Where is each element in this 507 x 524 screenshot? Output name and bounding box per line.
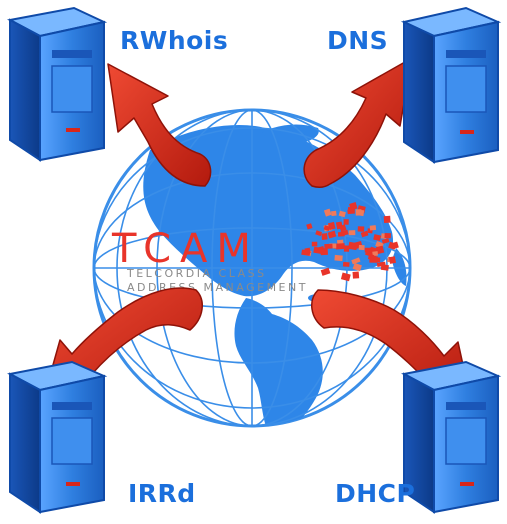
address-block <box>327 230 337 239</box>
logo-title: TCAM <box>111 226 260 272</box>
address-block <box>313 246 323 255</box>
irrd-label: IRRd <box>128 479 196 508</box>
address-block <box>390 241 399 250</box>
address-block <box>351 257 361 265</box>
address-block <box>315 230 322 237</box>
dns-server <box>400 6 502 164</box>
address-block <box>360 230 369 238</box>
logo-tagline-1: TELCORDIA CLASS <box>126 267 267 280</box>
address-block <box>334 254 343 262</box>
dns-label: DNS <box>327 26 389 55</box>
address-block <box>369 225 377 231</box>
address-block <box>373 234 382 242</box>
address-block <box>343 245 350 252</box>
irrd-server <box>7 360 108 514</box>
address-block <box>352 262 362 272</box>
tcam-logo: TCAM TELCORDIA CLASS ADDRESS MANAGEMENT <box>111 226 305 294</box>
address-block <box>304 247 311 254</box>
address-block <box>383 215 391 223</box>
address-block <box>327 221 336 230</box>
address-block <box>388 256 397 264</box>
address-block <box>355 209 362 216</box>
address-block <box>339 224 347 232</box>
address-block <box>348 230 356 236</box>
address-block <box>384 233 391 239</box>
address-block <box>323 225 330 231</box>
address-block <box>375 245 385 255</box>
globe <box>92 108 412 428</box>
address-block <box>338 210 346 218</box>
address-block <box>324 243 333 249</box>
address-block <box>343 219 349 225</box>
address-block <box>321 233 328 240</box>
address-block <box>376 261 386 267</box>
address-block <box>342 261 350 267</box>
address-block <box>306 223 313 230</box>
address-block <box>348 241 358 251</box>
arrow-to-rwhois <box>107 63 212 187</box>
globe-gridlines <box>94 110 410 426</box>
address-block <box>320 267 331 276</box>
address-block <box>337 231 345 237</box>
dhcp-label: DHCP <box>335 479 416 508</box>
address-block-cluster <box>301 202 399 282</box>
rwhois-label: RWhois <box>120 26 229 55</box>
address-block <box>349 202 358 211</box>
address-block <box>335 243 345 250</box>
address-block <box>357 226 365 232</box>
address-block <box>323 208 332 217</box>
address-block <box>358 244 365 251</box>
address-block <box>372 251 379 257</box>
address-block <box>311 241 318 247</box>
africa-edge-shape <box>392 248 407 286</box>
address-block <box>340 272 351 282</box>
address-block <box>330 210 337 217</box>
address-block <box>367 253 375 261</box>
dhcp-server <box>401 360 502 514</box>
address-block <box>381 238 390 244</box>
rwhois-server <box>7 6 108 162</box>
address-block <box>352 271 360 279</box>
